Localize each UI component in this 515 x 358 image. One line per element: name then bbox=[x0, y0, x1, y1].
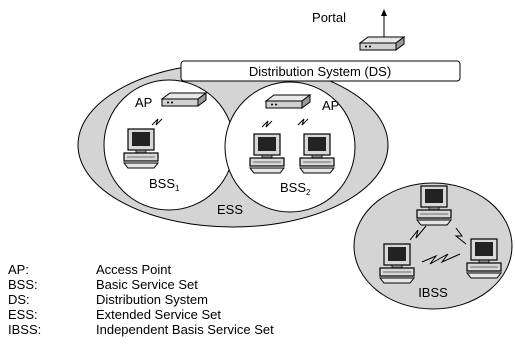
portal-arrow-head bbox=[381, 9, 387, 16]
legend-abbr: BSS: bbox=[8, 277, 38, 292]
distribution-system-bar bbox=[180, 60, 461, 82]
legend-row: AP: Access Point bbox=[8, 262, 274, 277]
legend-abbr: DS: bbox=[8, 292, 30, 307]
legend-abbr: IBSS: bbox=[8, 322, 42, 337]
legend-abbr: AP: bbox=[8, 262, 29, 277]
portal-label: Portal bbox=[312, 10, 346, 25]
ibss-label: IBSS bbox=[418, 285, 448, 300]
legend-row: BSS: Basic Service Set bbox=[8, 277, 274, 292]
legend-meaning: Access Point bbox=[96, 262, 172, 277]
bss2-circle bbox=[224, 81, 356, 213]
portal-device-icon bbox=[359, 36, 405, 51]
ap2-label: AP bbox=[322, 98, 339, 113]
bss1-label: BSS1 bbox=[149, 176, 180, 193]
ap2-device-icon bbox=[265, 94, 311, 109]
ibss-radio-link bbox=[421, 253, 461, 265]
ap1-label: AP bbox=[135, 95, 152, 110]
legend-meaning: Extended Service Set bbox=[96, 307, 222, 322]
legend-row: DS: Distribution System bbox=[8, 292, 274, 307]
legend-abbr: ESS: bbox=[8, 307, 38, 322]
legend-meaning: Distribution System bbox=[96, 292, 208, 307]
ap1-device-icon bbox=[161, 92, 207, 107]
legend-meaning: Basic Service Set bbox=[96, 277, 198, 292]
bss2-label: BSS2 bbox=[280, 180, 311, 197]
ibss-radio-link bbox=[454, 227, 467, 245]
ibss-radio-link bbox=[409, 225, 427, 241]
legend-row: ESS: Extended Service Set bbox=[8, 307, 274, 322]
ds-label: Distribution System (DS) bbox=[249, 64, 391, 79]
legend: AP: Access Point BSS: Basic Service Set DS… bbox=[8, 262, 274, 337]
legend-meaning: Independent Basis Service Set bbox=[96, 322, 274, 337]
legend-row: IBSS: Independent Basis Service Set bbox=[8, 322, 274, 337]
ess-label: ESS bbox=[217, 202, 243, 217]
